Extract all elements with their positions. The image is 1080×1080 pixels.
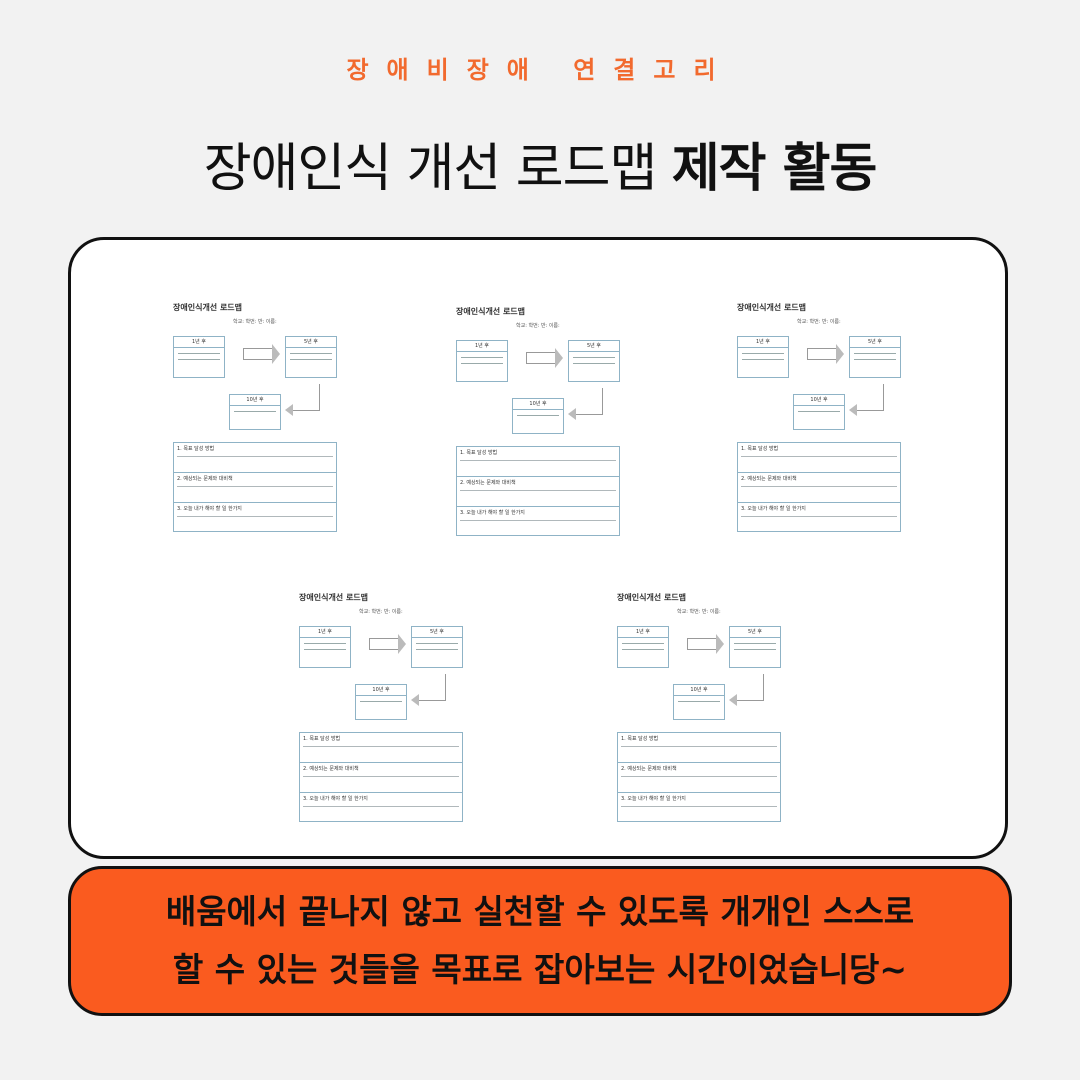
arrow-turn-icon (568, 388, 603, 420)
arrow-turn-icon (411, 674, 446, 706)
box-5-year-label: 5년 후 (730, 627, 780, 638)
box-10-year-label: 10년 후 (674, 685, 724, 696)
box-1-year: 1년 후 (299, 626, 351, 668)
box-1-year-label: 1년 후 (174, 337, 224, 348)
worksheet-meta: 학교: 학번: 반: 이름: (797, 319, 841, 325)
arrow-right-icon (687, 634, 724, 654)
box-5-year-label: 5년 후 (850, 337, 900, 348)
plan-row-2: 2. 예상되는 문제와 대비책 (738, 473, 900, 503)
box-5-year-label: 5년 후 (412, 627, 462, 638)
plan-row-3: 3. 오늘 내가 해야 할 일 한가지 (300, 793, 462, 819)
arrow-right-icon (807, 344, 844, 364)
box-5-year: 5년 후 (729, 626, 781, 668)
caption-banner: 배움에서 끝나지 않고 실천할 수 있도록 개개인 스스로 할 수 있는 것들을… (68, 866, 1012, 1016)
box-10-year-label: 10년 후 (230, 395, 280, 406)
plan-row-3: 3. 오늘 내가 해야 할 일 한가지 (457, 507, 619, 533)
box-1-year-label: 1년 후 (300, 627, 350, 638)
plan-table: 1. 목표 달성 방법 2. 예상되는 문제와 대비책 3. 오늘 내가 해야 … (737, 442, 901, 532)
plan-row-3: 3. 오늘 내가 해야 할 일 한가지 (174, 503, 336, 529)
box-1-year: 1년 후 (456, 340, 508, 382)
box-1-year-label: 1년 후 (457, 341, 507, 352)
plan-row-2: 2. 예상되는 문제와 대비책 (174, 473, 336, 503)
box-1-year-label: 1년 후 (738, 337, 788, 348)
box-10-year: 10년 후 (673, 684, 725, 720)
plan-row-2: 2. 예상되는 문제와 대비책 (457, 477, 619, 507)
box-1-year-label: 1년 후 (618, 627, 668, 638)
arrow-turn-icon (729, 674, 764, 706)
plan-row-2: 2. 예상되는 문제와 대비책 (618, 763, 780, 793)
box-5-year: 5년 후 (849, 336, 901, 378)
plan-row-1: 1. 목표 달성 방법 (738, 443, 900, 473)
box-10-year-label: 10년 후 (794, 395, 844, 406)
caption-line-2: 할 수 있는 것들을 목표로 잡아보는 시간이었습니당~ (172, 950, 908, 989)
box-5-year-label: 5년 후 (286, 337, 336, 348)
page-title: 장애인식 개선 로드맵 제작 활동 (0, 126, 1080, 201)
box-5-year-label: 5년 후 (569, 341, 619, 352)
arrow-turn-icon (849, 384, 884, 416)
caption-line-1: 배움에서 끝나지 않고 실천할 수 있도록 개개인 스스로 (165, 892, 915, 931)
box-10-year: 10년 후 (229, 394, 281, 430)
roadmap-worksheet: 장애인식개선 로드맵 학교: 학번: 반: 이름: 1년 후 5년 후 10년 … (299, 592, 469, 822)
plan-row-3: 3. 오늘 내가 해야 할 일 한가지 (738, 503, 900, 529)
worksheet-title: 장애인식개선 로드맵 (737, 303, 807, 312)
worksheet-meta: 학교: 학번: 반: 이름: (359, 609, 403, 615)
box-1-year: 1년 후 (737, 336, 789, 378)
eyebrow-text: 장애비장애 연결고리 (346, 56, 734, 84)
plan-row-1: 1. 목표 달성 방법 (457, 447, 619, 477)
box-10-year: 10년 후 (512, 398, 564, 434)
arrow-right-icon (526, 348, 563, 368)
box-10-year-label: 10년 후 (513, 399, 563, 410)
roadmap-worksheet: 장애인식개선 로드맵 학교: 학번: 반: 이름: 1년 후 5년 후 10년 … (173, 302, 343, 532)
box-1-year: 1년 후 (617, 626, 669, 668)
worksheet-meta: 학교: 학번: 반: 이름: (233, 319, 277, 325)
worksheet-title: 장애인식개선 로드맵 (617, 593, 687, 602)
title-bold: 제작 활동 (671, 139, 877, 199)
box-1-year: 1년 후 (173, 336, 225, 378)
plan-table: 1. 목표 달성 방법 2. 예상되는 문제와 대비책 3. 오늘 내가 해야 … (299, 732, 463, 822)
plan-table: 1. 목표 달성 방법 2. 예상되는 문제와 대비책 3. 오늘 내가 해야 … (617, 732, 781, 822)
plan-row-1: 1. 목표 달성 방법 (618, 733, 780, 763)
roadmap-worksheet: 장애인식개선 로드맵 학교: 학번: 반: 이름: 1년 후 5년 후 10년 … (617, 592, 787, 822)
plan-row-1: 1. 목표 달성 방법 (300, 733, 462, 763)
box-5-year: 5년 후 (285, 336, 337, 378)
worksheet-title: 장애인식개선 로드맵 (299, 593, 369, 602)
plan-row-3: 3. 오늘 내가 해야 할 일 한가지 (618, 793, 780, 819)
box-5-year: 5년 후 (568, 340, 620, 382)
plan-table: 1. 목표 달성 방법 2. 예상되는 문제와 대비책 3. 오늘 내가 해야 … (173, 442, 337, 532)
worksheet-title: 장애인식개선 로드맵 (173, 303, 243, 312)
box-10-year: 10년 후 (355, 684, 407, 720)
box-10-year-label: 10년 후 (356, 685, 406, 696)
worksheet-title: 장애인식개선 로드맵 (456, 307, 526, 316)
worksheet-meta: 학교: 학번: 반: 이름: (677, 609, 721, 615)
roadmap-worksheet: 장애인식개선 로드맵 학교: 학번: 반: 이름: 1년 후 5년 후 10년 … (456, 306, 626, 536)
plan-table: 1. 목표 달성 방법 2. 예상되는 문제와 대비책 3. 오늘 내가 해야 … (456, 446, 620, 536)
arrow-right-icon (243, 344, 280, 364)
arrow-turn-icon (285, 384, 320, 416)
plan-row-1: 1. 목표 달성 방법 (174, 443, 336, 473)
title-light: 장애인식 개선 로드맵 (203, 139, 658, 199)
plan-row-2: 2. 예상되는 문제와 대비책 (300, 763, 462, 793)
box-5-year: 5년 후 (411, 626, 463, 668)
worksheet-meta: 학교: 학번: 반: 이름: (516, 323, 560, 329)
roadmap-worksheet: 장애인식개선 로드맵 학교: 학번: 반: 이름: 1년 후 5년 후 10년 … (737, 302, 907, 532)
arrow-right-icon (369, 634, 406, 654)
worksheet-photo-card: 장애인식개선 로드맵 학교: 학번: 반: 이름: 1년 후 5년 후 10년 … (68, 237, 1008, 859)
box-10-year: 10년 후 (793, 394, 845, 430)
